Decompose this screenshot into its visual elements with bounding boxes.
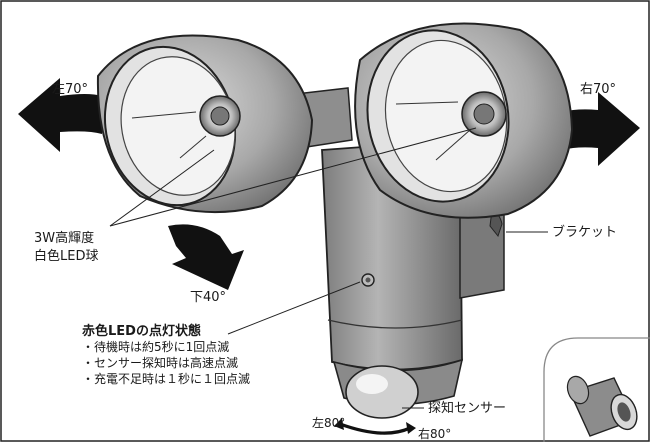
sensor-right-label: 右80°	[418, 427, 452, 441]
sensor-label: 探知センサー	[428, 401, 507, 416]
bracket-label: ブラケット	[552, 225, 618, 240]
red-led-info: 赤色LEDの点灯状態 ・待機時は約5秒に1回点滅 ・センサー探知時は高速点滅 ・…	[82, 320, 250, 387]
red-led-item: ・充電不足時は１秒に１回点滅	[82, 372, 251, 386]
tilt-down-arrow	[168, 224, 244, 290]
leader-led-right	[109, 127, 477, 227]
red-led-item: ・センサー探知時は高速点滅	[82, 356, 239, 370]
sensor-dome	[345, 365, 419, 419]
sensor-left-label: 左80°	[312, 416, 346, 430]
pan-right-label: 右70°	[580, 82, 617, 97]
tilt-down-label: 下40°	[190, 290, 227, 305]
right-lamp	[354, 22, 574, 219]
led-type-label-line2: 白色LED球	[34, 249, 99, 264]
red-led-title: 赤色LEDの点灯状態	[82, 324, 201, 339]
led-type-label-line1: 3W高輝度	[34, 231, 95, 246]
red-led-item: ・待機時は約5秒に1回点滅	[82, 340, 230, 354]
inset-cylinder	[566, 375, 638, 437]
leader-led-left	[109, 149, 215, 227]
left-lamp	[96, 34, 314, 214]
leader-red-led	[227, 281, 361, 335]
pan-left-label: 左70°	[52, 82, 89, 97]
inset-frame	[543, 337, 650, 442]
pan-right-arrow	[562, 92, 640, 166]
sensor-rotation-arc	[339, 422, 411, 435]
pan-left-arrow	[18, 78, 102, 152]
